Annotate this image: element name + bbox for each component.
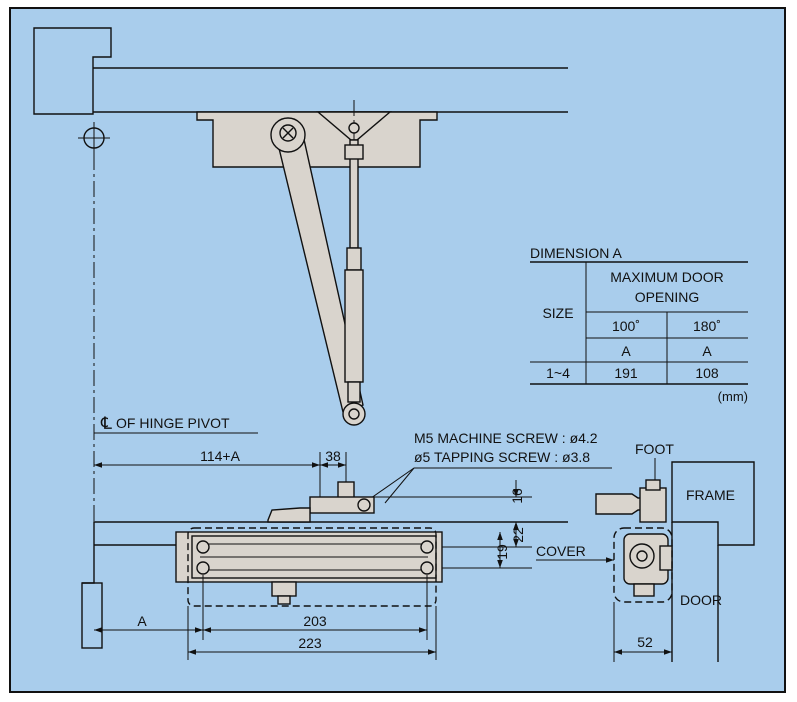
table-title: DIMENSION A (530, 245, 622, 261)
table-sub-180: A (702, 343, 712, 359)
dim-52: 52 (637, 634, 653, 650)
table-row-size: 1~4 (546, 365, 570, 381)
dim-114a: 114+A (200, 448, 240, 464)
closer-body-top (196, 111, 438, 168)
table-row-100: 191 (614, 365, 638, 381)
table-unit: (mm) (718, 389, 748, 404)
door-stub (81, 582, 103, 649)
hinge-pivot-label: OF HINGE PIVOT (116, 415, 230, 431)
closer-body-front (175, 531, 443, 605)
table-sub-100: A (621, 343, 631, 359)
cover-outline-side (613, 527, 673, 603)
bracket-front (267, 481, 375, 523)
frame-label: FRAME (686, 487, 735, 503)
centerline-symbol: ℄ (100, 414, 112, 433)
table-group-header-1: MAXIMUM DOOR (610, 269, 724, 285)
table-group-header-2: OPENING (635, 289, 700, 305)
dim-223: 223 (298, 635, 322, 651)
dim-38: 38 (325, 448, 341, 464)
frame-top-block (33, 27, 112, 115)
screw-m5-label: M5 MACHINE SCREW : ø4.2 (414, 430, 598, 446)
dim-19: 19 (494, 544, 510, 560)
hinge-pivot-symbol (78, 122, 110, 154)
dimension-table (530, 261, 748, 385)
arm-tip-joint (342, 402, 366, 426)
arm-pivot-screw (270, 117, 306, 153)
cover-outline-front (187, 527, 437, 607)
table-col-100: 100˚ (612, 318, 640, 334)
dim-203: 203 (303, 613, 327, 629)
screw-tapping-label: ø5 TAPPING SCREW : ø3.8 (414, 449, 590, 465)
closer-side-view (595, 479, 673, 597)
cover-label: COVER (536, 543, 586, 559)
diagram-background (9, 7, 786, 693)
dim-22: 22 (510, 527, 526, 543)
foot-label: FOOT (635, 441, 674, 457)
dim-16: 16 (509, 488, 525, 504)
bracket-pin (348, 122, 360, 134)
table-size-header: SIZE (542, 305, 573, 321)
forearm-rod (344, 139, 364, 403)
dim-a: A (137, 613, 147, 629)
table-row-180: 108 (695, 365, 719, 381)
door-label: DOOR (680, 592, 722, 608)
table-col-180: 180˚ (693, 318, 721, 334)
